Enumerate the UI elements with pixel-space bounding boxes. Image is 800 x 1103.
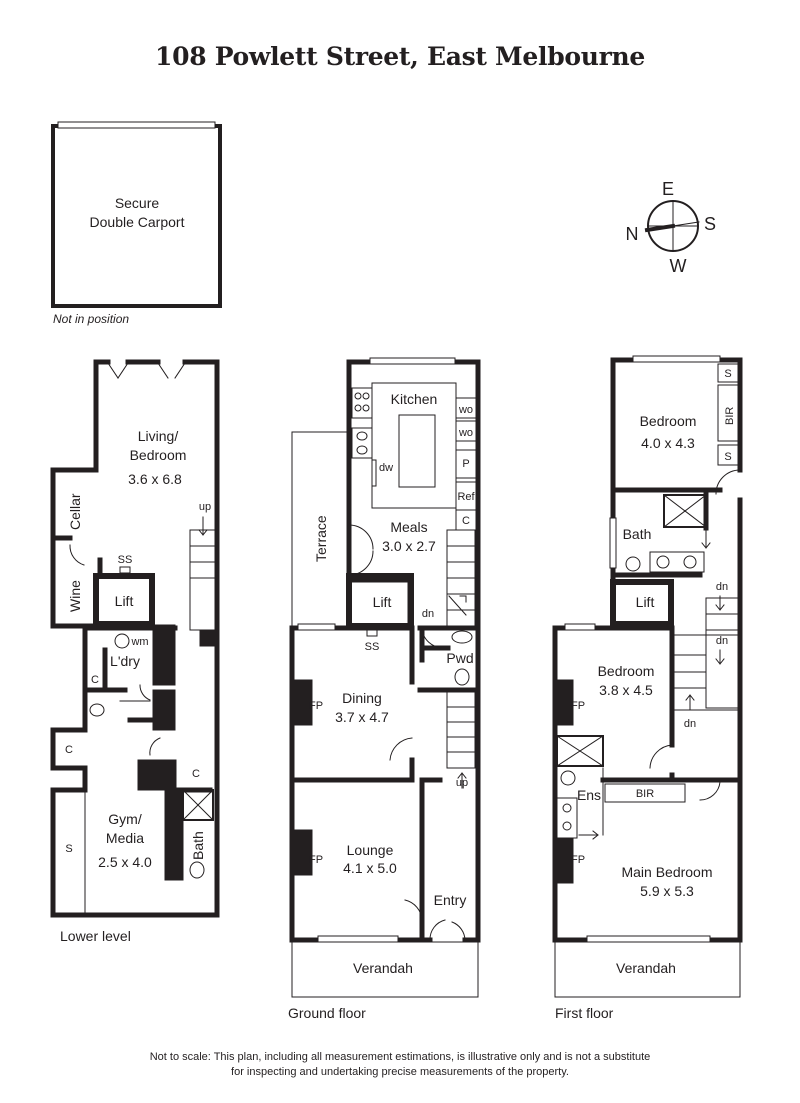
compass-n: N: [626, 224, 639, 244]
carport: [51, 121, 222, 308]
bedroom2-name: Bedroom: [598, 663, 655, 679]
bedroom1-name: Bedroom: [640, 413, 697, 429]
wo1-label: wo: [458, 404, 473, 416]
lower-c3-label: C: [192, 768, 200, 780]
kitchen-label: Kitchen: [391, 391, 438, 407]
lower-up-label: up: [199, 501, 211, 513]
bir2-label: BIR: [636, 788, 654, 800]
compass-w: W: [670, 256, 687, 276]
disclaimer-line1: Not to scale: This plan, including all m…: [149, 1051, 651, 1063]
first-lift-label: Lift: [636, 594, 655, 610]
ground-dn-label: dn: [422, 608, 434, 620]
first-floor-walls: [552, 357, 743, 943]
first-verandah-label: Verandah: [616, 960, 676, 976]
compass-rose: [644, 200, 700, 252]
wine-label: Wine: [67, 580, 83, 612]
ground-floor-fixtures: [291, 357, 479, 998]
lower-bath-label: Bath: [190, 831, 206, 860]
carport-label-line2: Double Carport: [90, 214, 185, 230]
first-dn2-label: dn: [716, 635, 728, 647]
lower-lift-label: Lift: [115, 593, 134, 609]
first-dn3-label: dn: [684, 718, 696, 730]
bir1-label: BIR: [724, 407, 736, 425]
lower-level-caption: Lower level: [60, 928, 131, 944]
gym-dims: 2.5 x 4.0: [98, 854, 152, 870]
pantry-label: P: [462, 458, 469, 470]
entry-label: Entry: [434, 892, 467, 908]
plan-title: 108 Powlett Street, East Melbourne: [155, 42, 645, 71]
ground-c-label: C: [462, 515, 470, 527]
first-floor-fixtures: [554, 355, 741, 998]
carport-label-line1: Secure: [115, 195, 160, 211]
lower-s-label: S: [65, 843, 72, 855]
first-s1-label: S: [724, 368, 731, 380]
carport-note: Not in position: [53, 312, 129, 326]
ground-verandah-label: Verandah: [353, 960, 413, 976]
wm-label: wm: [130, 636, 148, 648]
main-bedroom-dims: 5.9 x 5.3: [640, 883, 694, 899]
meals-dims: 3.0 x 2.7: [382, 538, 436, 554]
lower-ss-label: SS: [118, 554, 133, 566]
living-name1: Living/: [138, 428, 179, 444]
lower-c1-label: C: [91, 674, 99, 686]
bedroom2-dims: 3.8 x 4.5: [599, 682, 653, 698]
ref-label: Ref: [457, 491, 475, 503]
lounge-dims: 4.1 x 5.0: [343, 860, 397, 876]
living-dims: 3.6 x 6.8: [128, 471, 182, 487]
compass-s: S: [704, 214, 716, 234]
living-name2: Bedroom: [130, 447, 187, 463]
bedroom1-dims: 4.0 x 4.3: [641, 435, 695, 451]
lower-c2-label: C: [65, 744, 73, 756]
ground-fp1-label: FP: [309, 700, 323, 712]
dw-label: dw: [379, 462, 393, 474]
ground-ss-label: SS: [365, 641, 380, 653]
disclaimer: Not to scale: This plan, including all m…: [0, 1050, 800, 1080]
first-bath-label: Bath: [623, 526, 652, 542]
first-dn1-label: dn: [716, 581, 728, 593]
main-bedroom-name: Main Bedroom: [621, 864, 712, 880]
terrace-label: Terrace: [313, 515, 329, 562]
gym-name2: Media: [106, 830, 144, 846]
wo2-label: wo: [458, 427, 473, 439]
first-s2-label: S: [724, 451, 731, 463]
lower-level-fixtures: [69, 362, 218, 914]
ground-fp2-label: FP: [309, 854, 323, 866]
laundry-label: L'dry: [110, 653, 140, 669]
ground-lift-label: Lift: [373, 594, 392, 610]
lounge-name: Lounge: [347, 842, 394, 858]
first-fp1-label: FP: [571, 700, 585, 712]
disclaimer-line2: for inspecting and undertaking precise m…: [231, 1066, 569, 1078]
dining-dims: 3.7 x 4.7: [335, 709, 389, 725]
compass-e: E: [662, 179, 674, 199]
dining-name: Dining: [342, 690, 382, 706]
ground-floor-caption: Ground floor: [288, 1005, 366, 1021]
gym-name1: Gym/: [108, 811, 142, 827]
cellar-label: Cellar: [67, 493, 83, 530]
pwd-label: Pwd: [446, 650, 473, 666]
first-fp2-label: FP: [571, 854, 585, 866]
first-floor-caption: First floor: [555, 1005, 614, 1021]
meals-name: Meals: [390, 519, 427, 535]
ens-label: Ens: [577, 787, 601, 803]
ground-up-label: up: [456, 777, 468, 789]
